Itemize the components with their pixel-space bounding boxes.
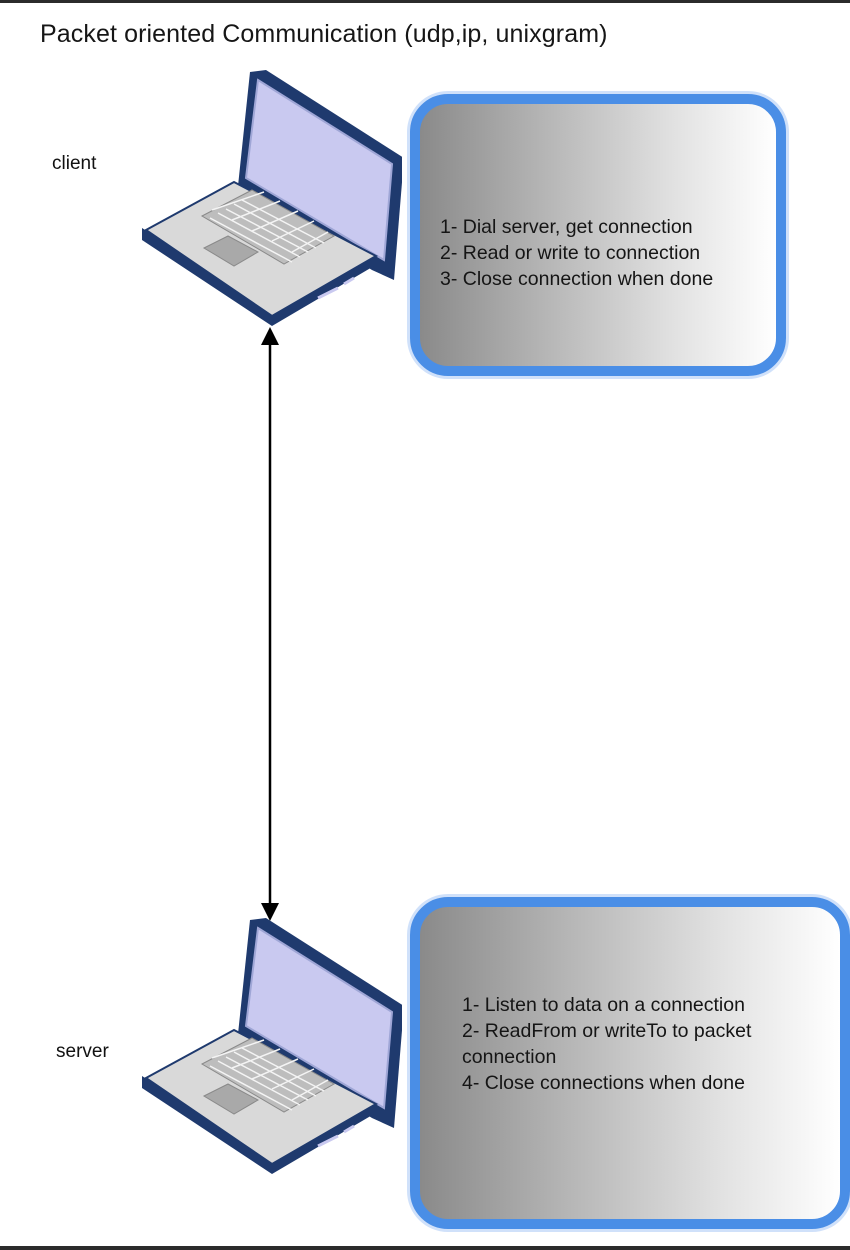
server-step: 4- Close connections when done [462, 1072, 745, 1094]
client-laptop-icon [142, 70, 402, 326]
client-step: 3- Close connection when done [440, 268, 714, 290]
top-border [0, 0, 850, 3]
server-steps-box: 1- Listen to data on a connection 2- Rea… [410, 897, 850, 1229]
bidirectional-arrow [261, 327, 279, 921]
client-step: 1- Dial server, get connection [440, 216, 693, 238]
bottom-border [0, 1246, 850, 1250]
server-step: 2- ReadFrom or writeTo to packet connect… [462, 1020, 752, 1068]
client-steps-box: 1- Dial server, get connection 2- Read o… [410, 94, 786, 376]
client-label: client [52, 153, 97, 174]
server-label: server [56, 1041, 109, 1062]
server-laptop-icon [142, 918, 402, 1174]
client-step: 2- Read or write to connection [440, 242, 701, 264]
page-title: Packet oriented Communication (udp,ip, u… [40, 20, 608, 48]
server-step: 1- Listen to data on a connection [462, 994, 745, 1016]
